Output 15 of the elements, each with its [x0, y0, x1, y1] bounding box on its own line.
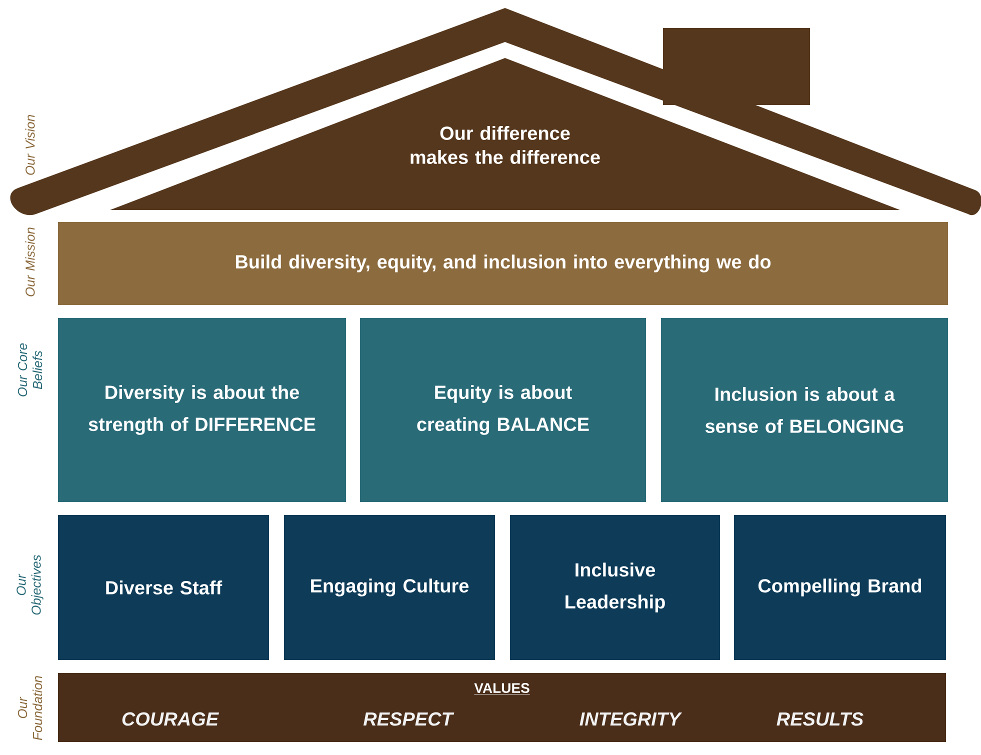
section-label: Our Core Beliefs	[18, 343, 42, 396]
objective-box: Diverse Staff	[58, 515, 269, 660]
mission-band: Build diversity, equity, and inclusion into everything we do	[58, 222, 948, 305]
foundation-band: VALUES COURAGE RESPECT INTEGRITY RESULTS	[58, 673, 946, 742]
belief-box: Diversity is about the strength of DIFFERENCE	[58, 318, 346, 502]
section-label: Our Foundation	[18, 676, 42, 740]
objective-box: Inclusive Leadership	[510, 515, 720, 660]
section-label: Our Mission	[25, 228, 35, 296]
belief-box: Equity is about creating BALANCE	[360, 318, 646, 502]
belief-box: Inclusion is about a sense of BELONGING	[661, 318, 948, 502]
roof-triangle: Our difference makes the difference	[110, 58, 900, 210]
objective-box: Engaging Culture	[284, 515, 495, 660]
section-label: Our Objectives	[16, 554, 44, 615]
section-label: Our Vision	[25, 115, 35, 175]
objective-box: Compelling Brand	[734, 515, 946, 660]
